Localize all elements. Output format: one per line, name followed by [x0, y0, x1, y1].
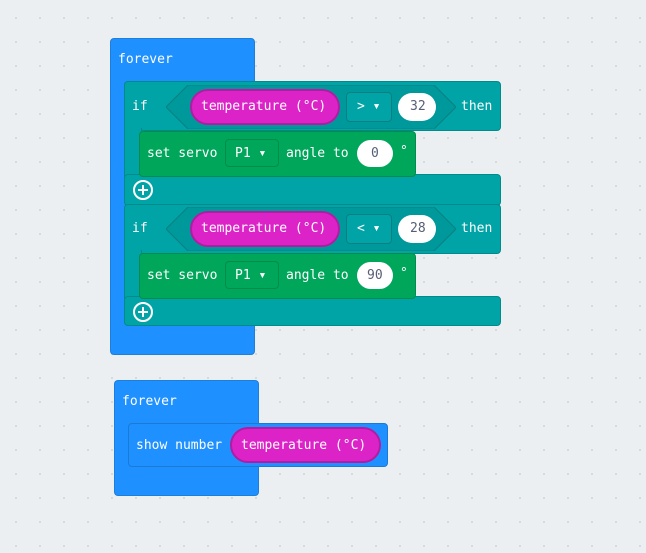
forever-label-1: forever — [118, 52, 173, 67]
if-block-1-footer — [124, 174, 501, 206]
temperature-reporter-1[interactable] — [190, 89, 340, 125]
pin-label-1: P1 ▾ — [235, 146, 267, 161]
forever-label-2: forever — [122, 394, 177, 409]
degree-label-2: ° — [400, 266, 408, 281]
angle-to-label-2: angle to — [286, 268, 349, 283]
if-label-2: if — [132, 221, 148, 236]
operator-label-1: > ▾ — [357, 99, 381, 114]
value-label-2: 28 — [410, 221, 426, 236]
if-block-2-footer — [124, 296, 501, 326]
temperature-reporter-3[interactable] — [230, 427, 381, 463]
if-label-1: if — [132, 99, 148, 114]
plus-circle-icon[interactable] — [133, 180, 153, 200]
plus-circle-icon[interactable] — [133, 302, 153, 322]
temperature-label-1: temperature (°C) — [201, 99, 327, 114]
angle-input-2[interactable] — [357, 262, 393, 289]
angle-input-1[interactable] — [357, 140, 393, 167]
then-label-2: then — [461, 221, 493, 236]
value-label-1: 32 — [410, 99, 426, 114]
then-label-1: then — [461, 99, 493, 114]
value-input-2[interactable] — [398, 215, 436, 243]
angle-to-label-1: angle to — [286, 146, 349, 161]
angle-value-2: 90 — [367, 268, 383, 283]
operator-dropdown-2[interactable] — [346, 214, 392, 244]
value-input-1[interactable] — [398, 93, 436, 121]
temperature-label-2: temperature (°C) — [201, 221, 327, 236]
temperature-label-3: temperature (°C) — [241, 438, 367, 453]
operator-label-2: < ▾ — [357, 221, 381, 236]
pin-dropdown-1[interactable] — [225, 139, 279, 167]
degree-label-1: ° — [400, 144, 408, 159]
angle-value-1: 0 — [371, 146, 379, 161]
set-servo-label-2: set servo — [147, 268, 218, 283]
pin-label-2: P1 ▾ — [235, 268, 267, 283]
temperature-reporter-2[interactable] — [190, 211, 340, 247]
set-servo-label-1: set servo — [147, 146, 218, 161]
pin-dropdown-2[interactable] — [225, 261, 279, 289]
show-number-label: show number — [136, 438, 223, 453]
operator-dropdown-1[interactable] — [346, 92, 392, 122]
